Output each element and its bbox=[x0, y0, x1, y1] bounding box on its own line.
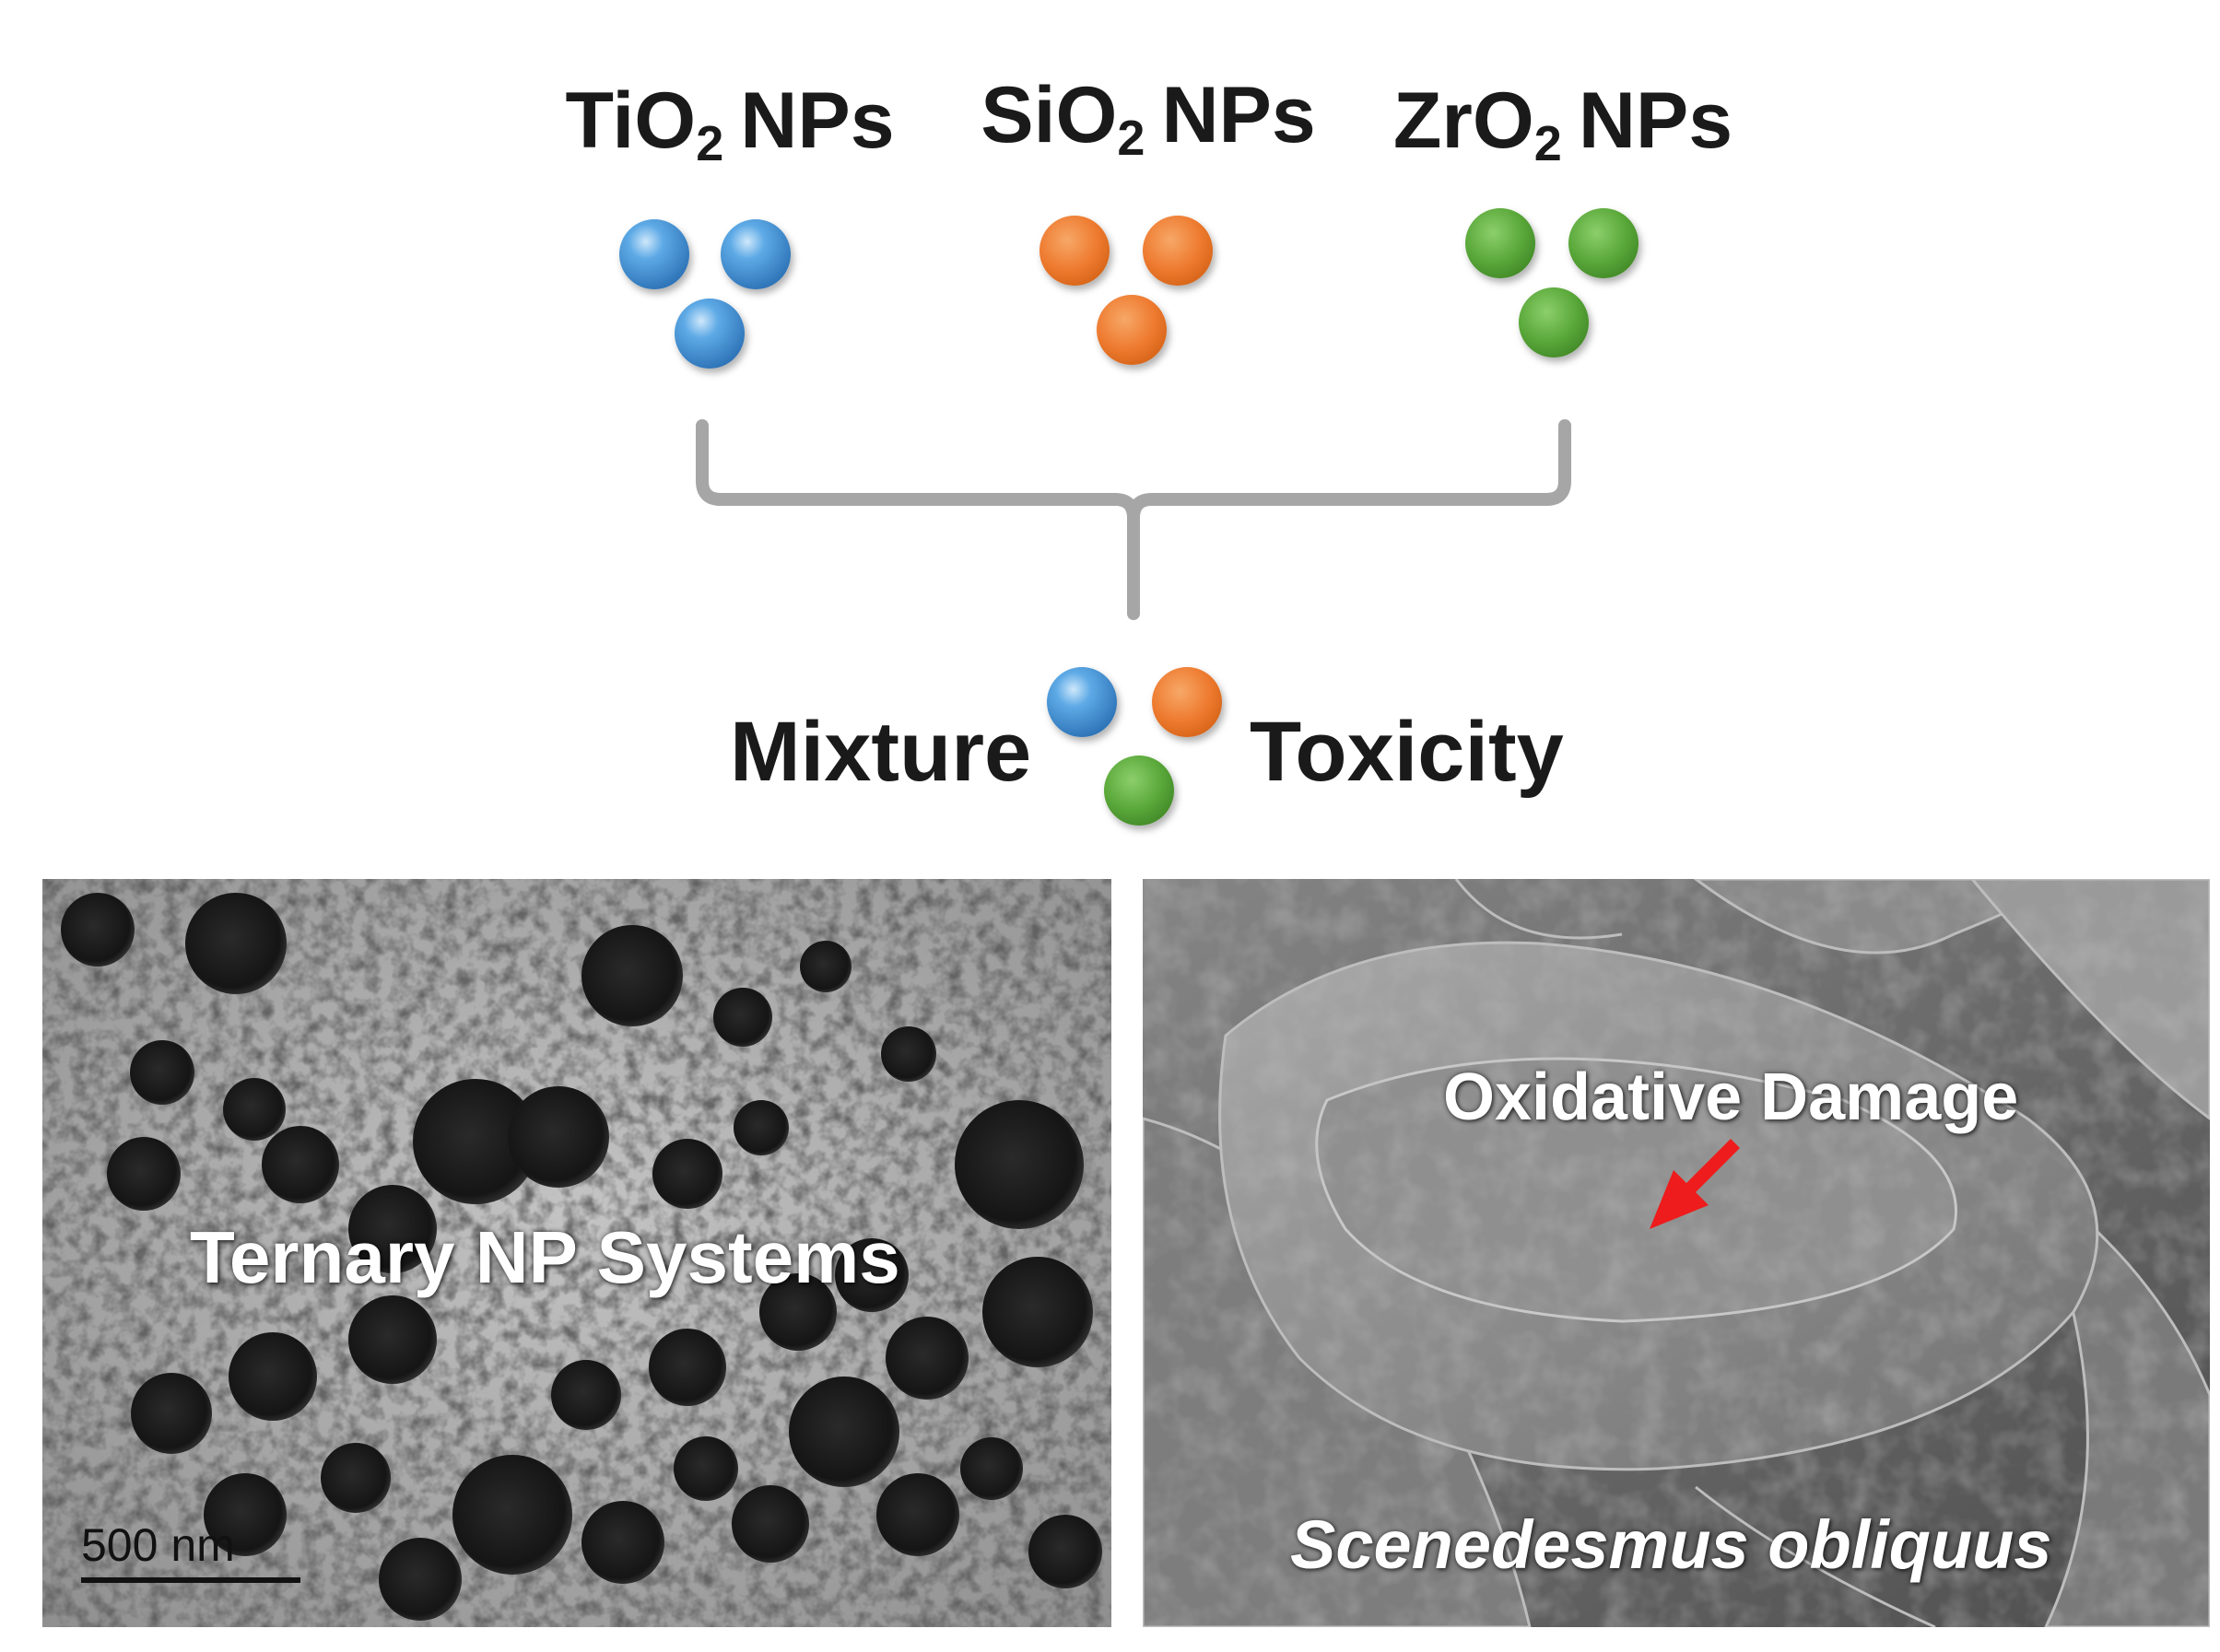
tem-micrograph: Ternary NP Systems 500 nm bbox=[42, 879, 1111, 1627]
tem-image bbox=[42, 879, 1111, 1627]
mixture-tio2-sphere bbox=[1047, 667, 1117, 737]
toxicity-label: Toxicity bbox=[1250, 705, 1564, 799]
sem-image bbox=[1143, 879, 2210, 1627]
tio2-sphere bbox=[721, 219, 791, 289]
mixture-zro2-sphere bbox=[1104, 756, 1174, 826]
sio2-sphere bbox=[1097, 295, 1167, 365]
mixture-sio2-sphere bbox=[1152, 667, 1222, 737]
diagram-graphics bbox=[619, 208, 1639, 826]
zro2-sphere bbox=[1465, 208, 1535, 278]
mixture-label: Mixture bbox=[730, 705, 1032, 799]
sio2-particles bbox=[1040, 216, 1213, 365]
scale-bar bbox=[81, 1577, 300, 1583]
scale-bar-label: 500 nm bbox=[81, 1519, 235, 1571]
zro2-sphere bbox=[1568, 208, 1639, 278]
tem-particles bbox=[61, 893, 1102, 1621]
sio2-sphere bbox=[1143, 216, 1213, 286]
bracket bbox=[696, 419, 1571, 620]
tem-caption: Ternary NP Systems bbox=[190, 1216, 900, 1298]
sio2-sphere bbox=[1040, 216, 1110, 286]
zro2-particles bbox=[1465, 208, 1639, 357]
species-caption: Scenedesmus obliquus bbox=[1290, 1506, 2052, 1583]
mixture-particles bbox=[1047, 667, 1222, 826]
zro2-sphere bbox=[1519, 287, 1589, 357]
damage-arrow bbox=[1650, 1139, 1740, 1229]
tio2-particles bbox=[619, 219, 791, 369]
damage-caption: Oxidative Damage bbox=[1443, 1060, 2019, 1134]
sem-micrograph: Oxidative Damage Scenedesmus obliquus bbox=[1143, 879, 2210, 1627]
tio2-sphere bbox=[619, 219, 689, 289]
tio2-sphere bbox=[675, 299, 745, 369]
